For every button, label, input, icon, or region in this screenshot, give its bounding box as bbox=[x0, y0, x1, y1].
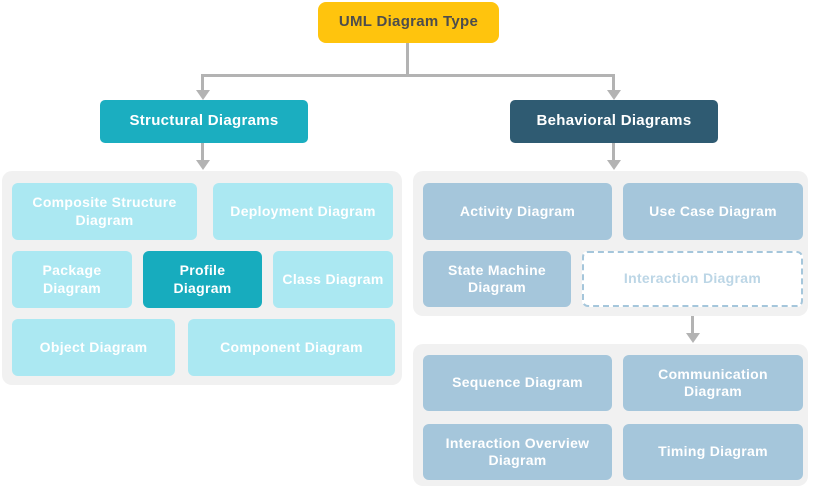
connector-root-vertical bbox=[406, 43, 409, 76]
node-timing-diagram: Timing Diagram bbox=[623, 424, 803, 480]
node-uml-diagram-type: UML Diagram Type bbox=[318, 2, 499, 43]
connector-structural-panel bbox=[201, 143, 204, 162]
connector-split-horizontal bbox=[201, 74, 615, 77]
connector-behavioral-panel bbox=[612, 143, 615, 162]
node-interaction-overview-diagram: Interaction Overview Diagram bbox=[423, 424, 612, 480]
node-deployment-diagram: Deployment Diagram bbox=[213, 183, 393, 240]
arrowhead-behavioral-panel bbox=[607, 160, 621, 170]
arrowhead-behavioral-header bbox=[607, 90, 621, 100]
node-use-case-diagram: Use Case Diagram bbox=[623, 183, 803, 240]
node-activity-diagram: Activity Diagram bbox=[423, 183, 612, 240]
arrowhead-structural-panel bbox=[196, 160, 210, 170]
node-behavioral-diagrams: Behavioral Diagrams bbox=[510, 100, 718, 143]
connector-interaction-panel bbox=[691, 306, 694, 335]
node-state-machine-diagram: State Machine Diagram bbox=[423, 251, 571, 307]
node-object-diagram: Object Diagram bbox=[12, 319, 175, 376]
arrowhead-interaction-panel bbox=[686, 333, 700, 343]
node-component-diagram: Component Diagram bbox=[188, 319, 395, 376]
node-composite-structure-diagram: Composite Structure Diagram bbox=[12, 183, 197, 240]
node-interaction-diagram: Interaction Diagram bbox=[582, 251, 803, 307]
connector-behavioral-drop bbox=[612, 74, 615, 92]
node-class-diagram: Class Diagram bbox=[273, 251, 393, 308]
node-communication-diagram: Communication Diagram bbox=[623, 355, 803, 411]
node-sequence-diagram: Sequence Diagram bbox=[423, 355, 612, 411]
arrowhead-structural-header bbox=[196, 90, 210, 100]
connector-structural-drop bbox=[201, 74, 204, 92]
node-structural-diagrams: Structural Diagrams bbox=[100, 100, 308, 143]
node-profile-diagram: Profile Diagram bbox=[143, 251, 262, 308]
node-package-diagram: Package Diagram bbox=[12, 251, 132, 308]
